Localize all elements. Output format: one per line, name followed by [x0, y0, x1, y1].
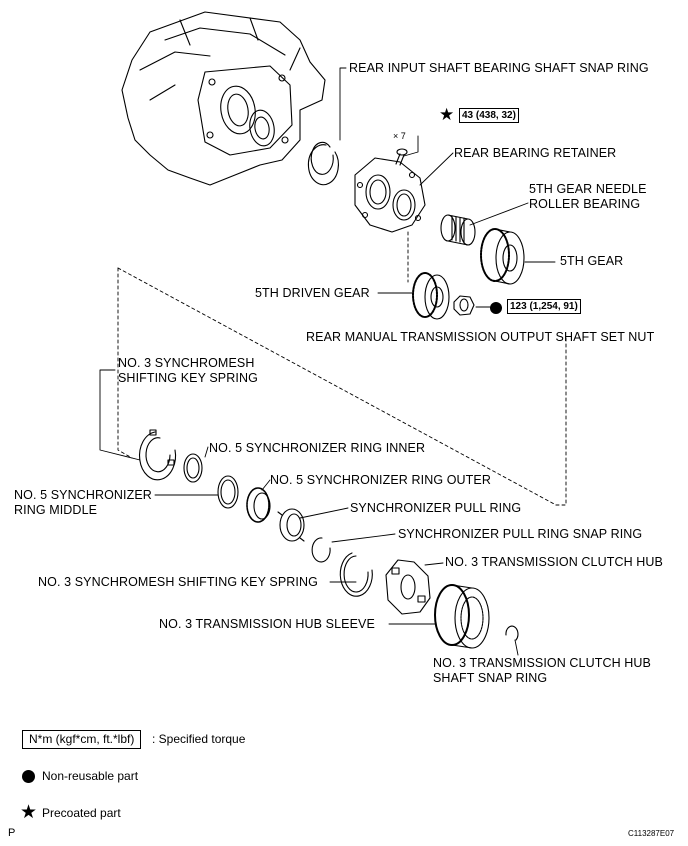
- label-needle-bearing-line2: ROLLER BEARING: [529, 197, 641, 211]
- label-sync-ring-outer: NO. 5 SYNCHRONIZER RING OUTER: [270, 473, 491, 487]
- label-hub-sleeve: NO. 3 TRANSMISSION HUB SLEEVE: [159, 617, 375, 631]
- label-sync-ring-inner: NO. 5 SYNCHRONIZER RING INNER: [209, 441, 426, 455]
- key-spring-top: [139, 429, 177, 481]
- legend-precoated-text: Precoated part: [42, 806, 121, 820]
- label-pull-ring: SYNCHRONIZER PULL RING: [350, 501, 522, 515]
- label-hub-snap-ring-line1: NO. 3 TRANSMISSION CLUTCH HUB: [433, 656, 651, 670]
- output-shaft-nut: [453, 295, 475, 316]
- label-bolt-quantity: × 7: [393, 131, 406, 141]
- sync-ring-middle: [217, 475, 239, 509]
- label-key-spring-top-line2: SHIFTING KEY SPRING: [118, 371, 258, 385]
- legend-precoated-star-icon: ★: [20, 802, 38, 823]
- label-needle-bearing-line1: 5TH GEAR NEEDLE: [529, 182, 647, 196]
- leader-lines: [99, 67, 556, 656]
- label-pull-ring-snap-ring: SYNCHRONIZER PULL RING SNAP RING: [398, 527, 643, 541]
- legend-torque-desc: : Specified torque: [152, 732, 246, 746]
- precoated-star-icon: ★: [439, 105, 455, 124]
- fifth-driven-gear-part: [412, 272, 450, 320]
- figure-id: C113287E07: [628, 829, 675, 838]
- footer-page-mark: P: [8, 827, 16, 839]
- key-spring-bottom-part: [339, 552, 373, 597]
- sync-ring-inner: [183, 453, 203, 483]
- torque-spec-bolt: 43 (438, 32): [459, 108, 519, 123]
- fifth-gear-part: [480, 228, 525, 285]
- label-output-shaft-set-nut: REAR MANUAL TRANSMISSION OUTPUT SHAFT SE…: [306, 330, 655, 344]
- pull-ring-part: [277, 508, 305, 542]
- sync-ring-outer: [246, 487, 271, 523]
- needle-roller-bearing: [440, 214, 476, 246]
- label-sync-ring-middle-line2: RING MIDDLE: [14, 503, 98, 517]
- hub-snap-ring-part: [505, 625, 519, 641]
- rear-bearing-retainer-part: [354, 157, 426, 233]
- hub-sleeve-part: [434, 584, 490, 649]
- label-sync-ring-middle-line1: NO. 5 SYNCHRONIZER: [14, 488, 152, 502]
- label-key-spring-bottom: NO. 3 SYNCHROMESH SHIFTING KEY SPRING: [38, 575, 318, 589]
- label-rear-input-snap-ring: REAR INPUT SHAFT BEARING SHAFT SNAP RING: [349, 61, 649, 75]
- rear-input-snap-ring: [307, 141, 339, 186]
- label-key-spring-top-line1: NO. 3 SYNCHROMESH: [118, 356, 255, 370]
- label-clutch-hub: NO. 3 TRANSMISSION CLUTCH HUB: [445, 555, 663, 569]
- nonreusable-dot-icon: [490, 302, 502, 314]
- transmission-case: [121, 11, 326, 186]
- retainer-bolt: [395, 148, 408, 166]
- torque-spec-nut: 123 (1,254, 91): [507, 299, 581, 314]
- label-rear-bearing-retainer: REAR BEARING RETAINER: [454, 146, 617, 160]
- label-fifth-gear: 5TH GEAR: [560, 254, 624, 268]
- label-fifth-driven-gear: 5TH DRIVEN GEAR: [255, 286, 370, 300]
- clutch-hub-part: [385, 559, 431, 615]
- assembly-guide-lines: [117, 231, 567, 506]
- legend-nonreusable-dot-icon: [22, 770, 35, 783]
- pull-ring-snap-part: [311, 537, 331, 563]
- label-hub-snap-ring-line2: SHAFT SNAP RING: [433, 671, 548, 685]
- legend-nonreusable-text: Non-reusable part: [42, 769, 139, 783]
- legend-torque-box: N*m (kgf*cm, ft.*lbf): [22, 730, 142, 749]
